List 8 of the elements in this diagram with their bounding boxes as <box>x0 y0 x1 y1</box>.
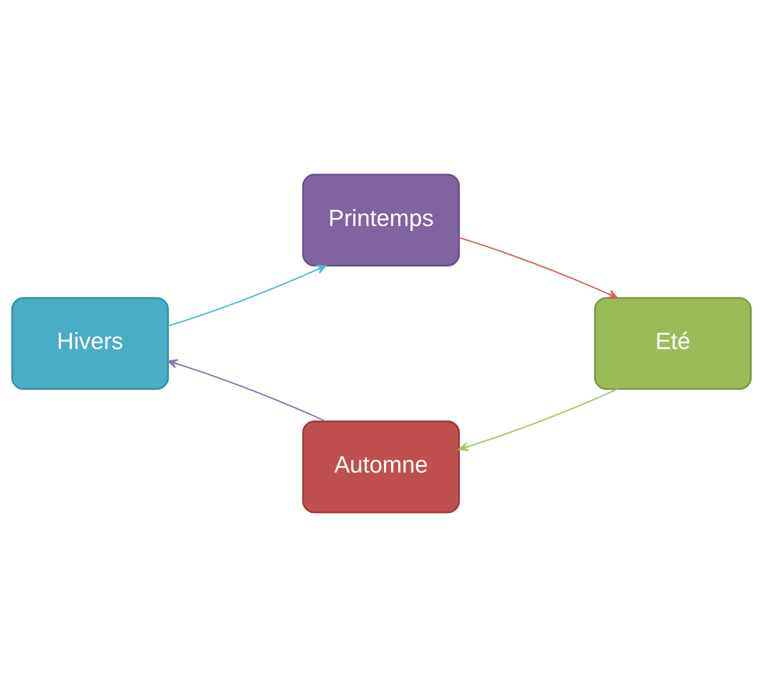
node-box: Hivers <box>11 296 169 390</box>
node-box: Automne <box>302 420 460 513</box>
arrow <box>167 358 326 422</box>
node-box: Eté <box>594 296 752 390</box>
arrow <box>168 264 327 326</box>
node-box: Printemps <box>302 173 460 266</box>
arrow <box>458 236 618 298</box>
arrow <box>458 388 618 451</box>
